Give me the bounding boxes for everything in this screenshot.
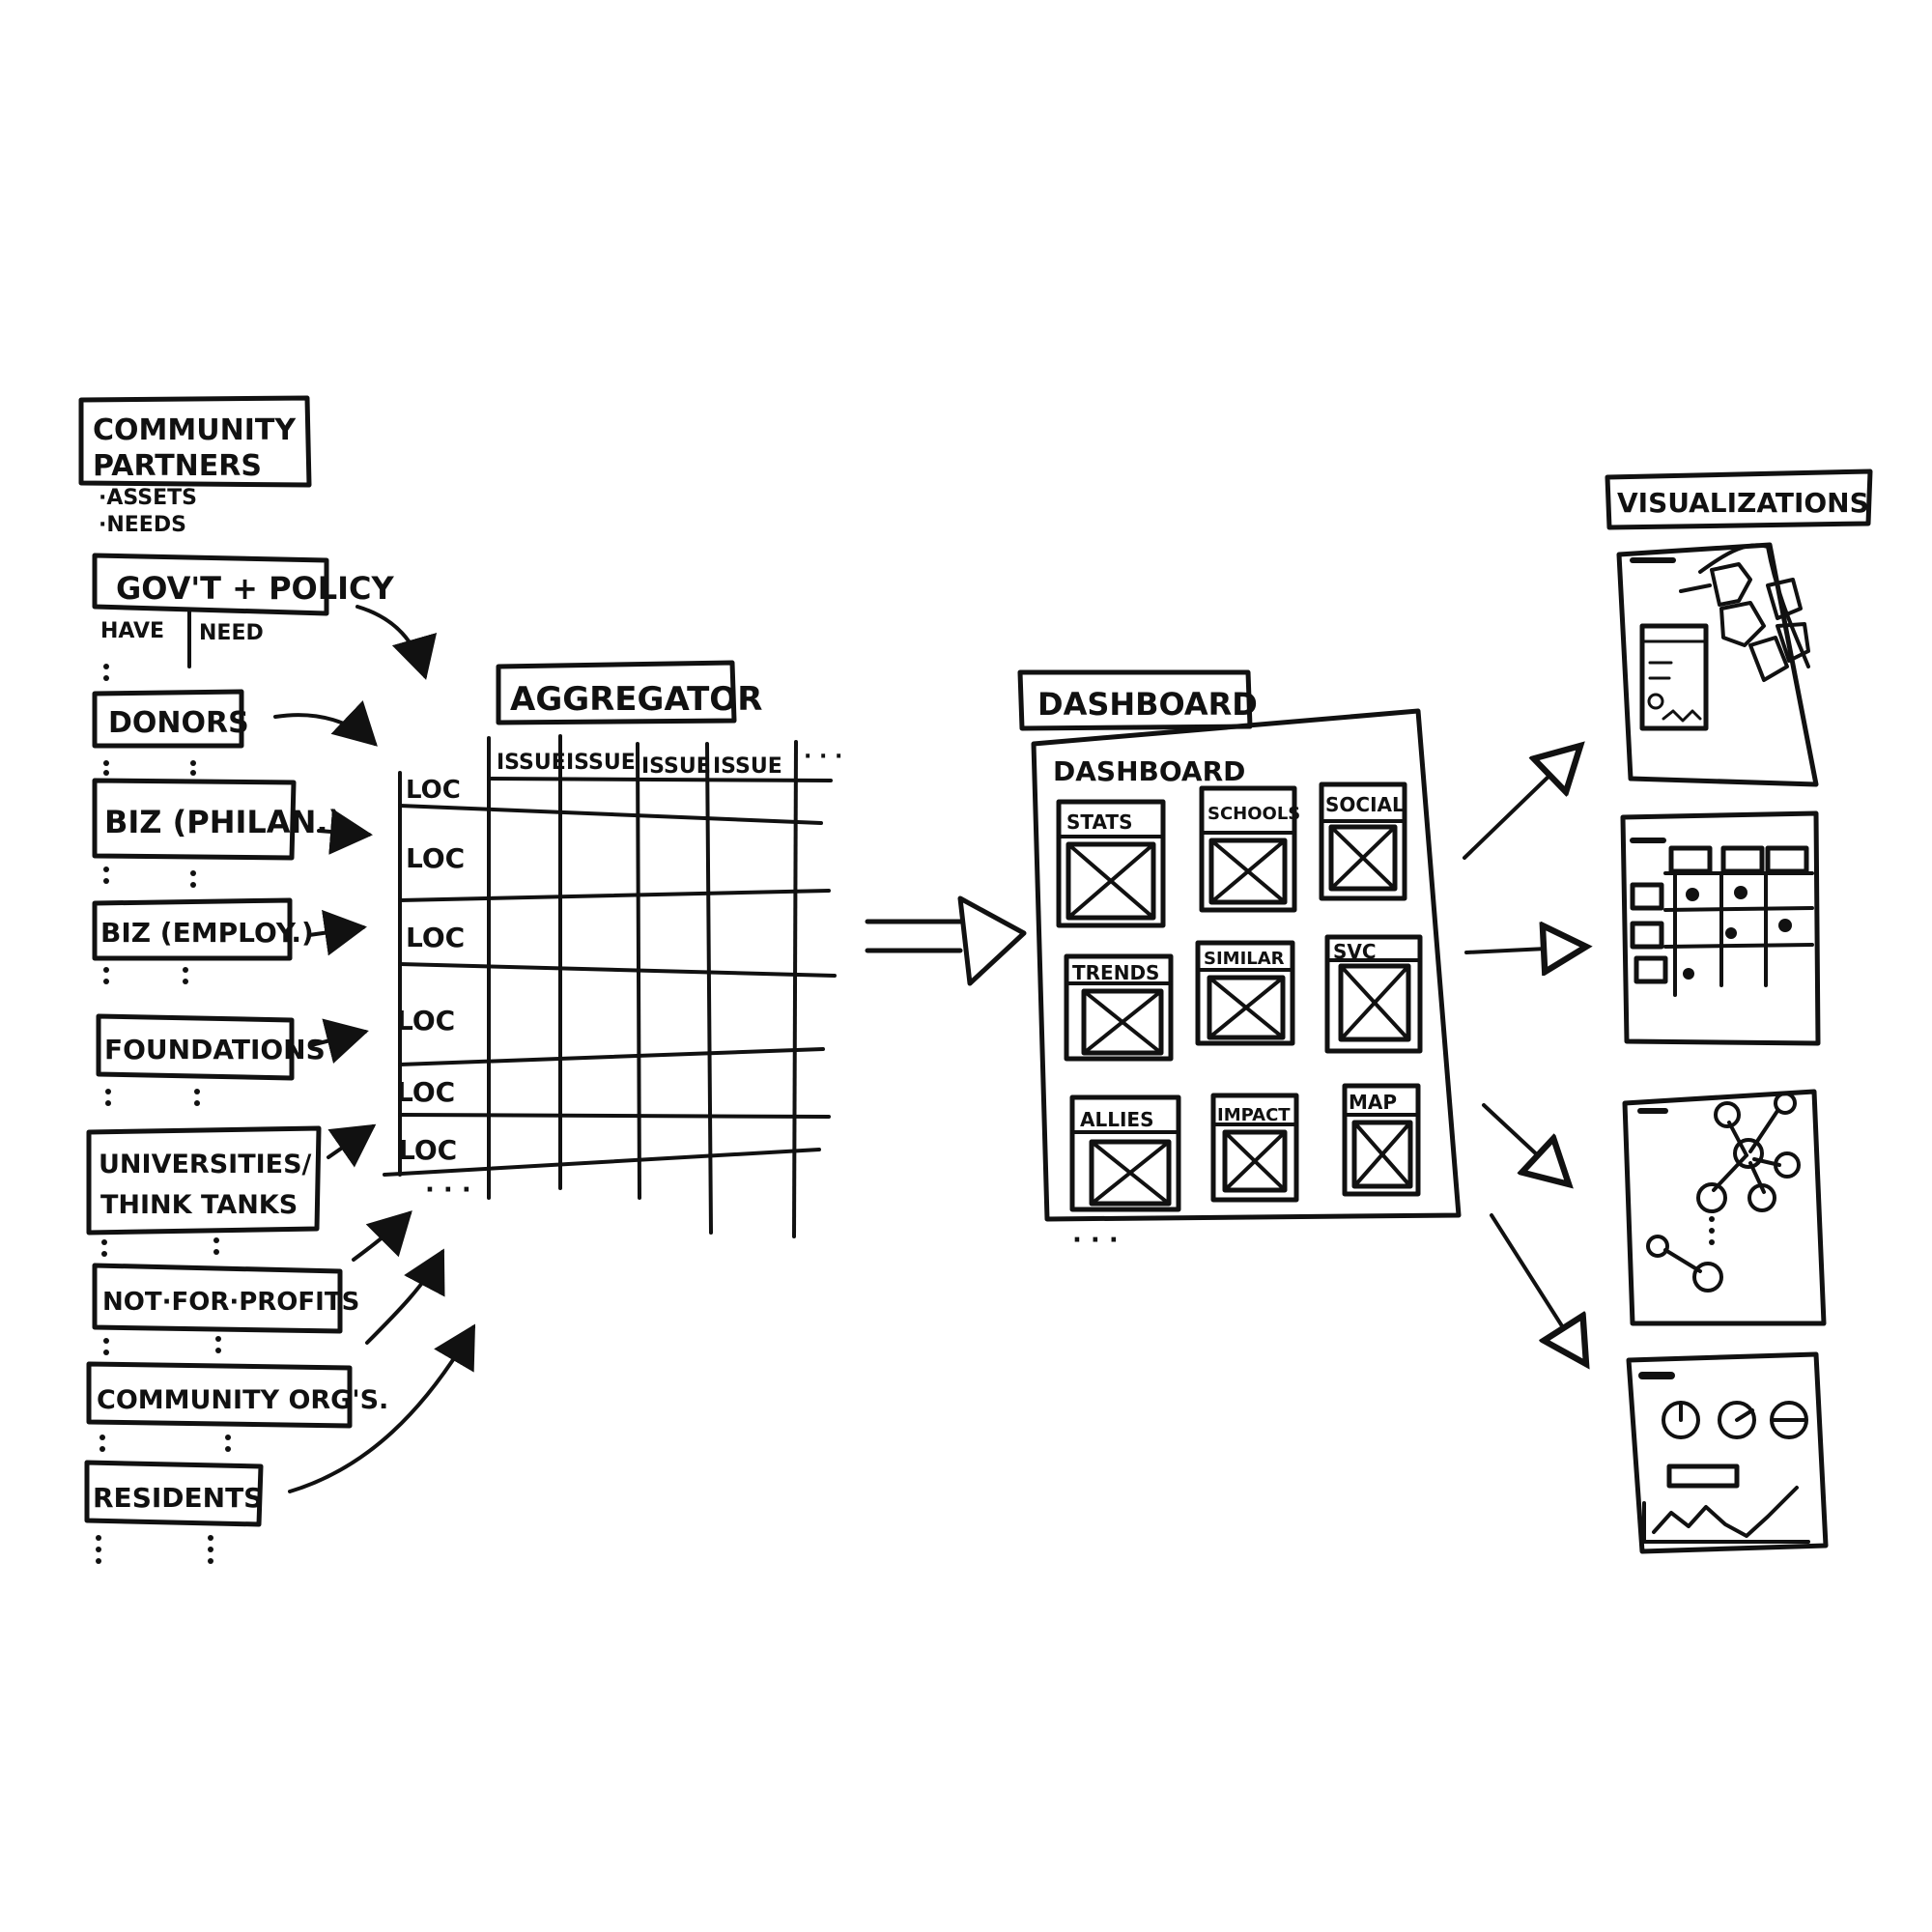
widget-stats: STATS <box>1056 799 1166 928</box>
source-label: DONORS <box>108 706 249 740</box>
source-arrows <box>273 605 476 1493</box>
visualizations: VISUALIZATIONS <box>1605 469 1873 1554</box>
loc-row-5: LOC <box>396 1076 455 1108</box>
header-title-line2: PARTNERS <box>93 449 262 483</box>
header-bullet-assets: ·ASSETS <box>99 486 197 510</box>
aggregator-to-dashboard-arrow <box>865 895 1027 986</box>
visualizations-title: VISUALIZATIONS <box>1617 487 1869 519</box>
source-label: COMMUNITY ORG'S. <box>97 1385 388 1415</box>
dashboard: DASHBOARD DASHBOARD STATS SCHOOLS SOCIAL <box>1017 669 1462 1255</box>
header-bullet-needs: ·NEEDS <box>99 513 186 537</box>
source-residents: RESIDENTS <box>84 1460 264 1527</box>
source-sub-have: HAVE <box>100 619 164 643</box>
loc-row-4: LOC <box>396 1005 455 1037</box>
issue-header-3: ISSUE <box>641 754 711 779</box>
widget-schools: SCHOOLS <box>1199 785 1300 913</box>
source-sub-need: NEED <box>199 621 264 645</box>
aggregator-title: AGGREGATOR <box>510 680 762 719</box>
widget-similar: SIMILAR <box>1195 940 1295 1046</box>
source-community-orgs: COMMUNITY ORG'S. <box>86 1361 388 1429</box>
widget-label: SVC <box>1333 940 1377 963</box>
dashboard-inner-title: DASHBOARD <box>1053 755 1245 787</box>
source-label: BIZ (EMPLOY.) <box>100 917 314 949</box>
source-donors: DONORS <box>92 689 249 749</box>
widget-map: MAP <box>1342 1083 1421 1197</box>
viz-matrix-panel <box>1620 810 1821 1046</box>
issue-header-4: ISSUE <box>713 754 782 779</box>
loc-more: · · · <box>425 1176 471 1205</box>
source-label: RESIDENTS <box>93 1482 263 1514</box>
issue-header-2: ISSUE <box>566 751 636 775</box>
source-label: GOV'T + POLICY <box>116 570 395 607</box>
source-biz-philan: BIZ (PHILAN.) <box>92 778 342 861</box>
widget-allies: ALLIES <box>1069 1094 1181 1212</box>
widget-label: IMPACT <box>1217 1105 1291 1125</box>
header-title-line1: COMMUNITY <box>93 413 297 447</box>
viz-map-panel <box>1616 542 1819 787</box>
source-label: BIZ (PHILAN.) <box>104 804 342 840</box>
widget-label: TRENDS <box>1072 961 1159 984</box>
loc-row-6: LOC <box>398 1134 457 1166</box>
source-label-line1: UNIVERSITIES/ <box>99 1150 312 1179</box>
widget-trends: TRENDS <box>1064 953 1174 1062</box>
widget-label: STATS <box>1066 810 1132 834</box>
widget-label: SIMILAR <box>1204 949 1285 969</box>
source-not-for-profits: NOT·FOR·PROFITS <box>92 1263 359 1334</box>
dashboard-more: · · · <box>1072 1226 1119 1255</box>
source-govt-policy: GOV'T + POLICY HAVE NEED <box>92 553 395 668</box>
widget-social: SOCIAL <box>1319 781 1407 901</box>
community-partners-header: COMMUNITY PARTNERS ·ASSETS ·NEEDS <box>78 395 312 537</box>
source-label: NOT·FOR·PROFITS <box>102 1288 359 1317</box>
dashboard-title: DASHBOARD <box>1037 686 1258 723</box>
source-universities: UNIVERSITIES/ THINK TANKS <box>86 1125 322 1236</box>
widget-label: SOCIAL <box>1325 793 1405 816</box>
widget-impact: IMPACT <box>1210 1093 1299 1203</box>
loc-row-1: LOC <box>406 776 461 805</box>
widget-svc: SVC <box>1324 934 1423 1054</box>
viz-charts-panel <box>1626 1351 1829 1554</box>
aggregator: AGGREGATOR ISSUE ISSUE ISSUE ISSUE · · ·… <box>383 660 842 1238</box>
viz-network-panel <box>1622 1089 1827 1326</box>
aggregator-grid <box>383 734 837 1238</box>
continuation-dots <box>96 664 231 1564</box>
source-foundations: FOUNDATIONS <box>96 1013 326 1081</box>
source-label-line2: THINK TANKS <box>100 1190 298 1220</box>
source-label: FOUNDATIONS <box>104 1034 326 1065</box>
widget-label: MAP <box>1349 1091 1397 1114</box>
loc-row-2: LOC <box>406 842 465 874</box>
loc-row-3: LOC <box>406 922 465 953</box>
sources-column: COMMUNITY PARTNERS ·ASSETS ·NEEDS GOV'T … <box>78 395 395 1564</box>
source-biz-employ: BIZ (EMPLOY.) <box>92 897 314 961</box>
issue-more: · · · <box>804 745 842 769</box>
dashboard-to-visualization-arrows <box>1463 746 1586 1364</box>
widget-label: ALLIES <box>1080 1108 1153 1131</box>
widget-label: SCHOOLS <box>1208 804 1300 824</box>
issue-header-1: ISSUE <box>497 751 566 775</box>
